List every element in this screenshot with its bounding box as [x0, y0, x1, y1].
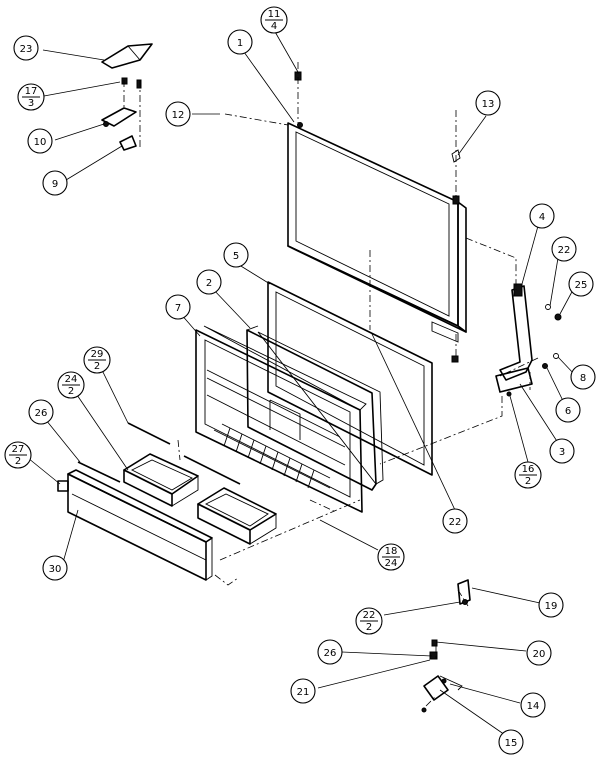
callout-7: 7: [165, 294, 191, 320]
crisper-drawer: [57, 469, 213, 581]
svg-text:26: 26: [324, 648, 337, 659]
callout-14: 14: [520, 692, 546, 718]
bin-upper: [123, 453, 199, 507]
svg-text:29: 29: [91, 349, 104, 360]
hinge-bracket: [495, 283, 533, 397]
callout-4: 4: [529, 203, 555, 229]
svg-text:7: 7: [175, 303, 181, 314]
svg-text:24: 24: [385, 558, 398, 569]
hardware-lower-right: [421, 579, 471, 713]
callout-17-3: 17 3: [17, 83, 45, 111]
callout-29-2: 29 2: [83, 346, 111, 374]
svg-text:8: 8: [580, 373, 586, 384]
svg-text:3: 3: [28, 98, 34, 109]
svg-text:25: 25: [575, 280, 588, 291]
svg-text:27: 27: [12, 444, 25, 455]
inner-door-panel: [246, 325, 384, 491]
callout-12: 12: [165, 101, 191, 127]
svg-text:2: 2: [94, 361, 100, 372]
callout-19: 19: [538, 592, 564, 618]
callout-18-24: 18 24: [377, 543, 405, 571]
svg-text:11: 11: [268, 9, 281, 20]
svg-text:3: 3: [559, 447, 565, 458]
callout-5: 5: [223, 242, 249, 268]
svg-text:22: 22: [363, 610, 376, 621]
svg-text:17: 17: [25, 86, 38, 97]
callout-13: 13: [475, 90, 501, 116]
svg-text:18: 18: [385, 546, 398, 557]
callout-15: 15: [498, 729, 524, 755]
callout-27-2: 27 2: [4, 441, 32, 469]
callout-30: 30: [42, 555, 68, 581]
svg-text:2: 2: [15, 456, 21, 467]
svg-text:1: 1: [237, 38, 243, 49]
callout-23: 23: [13, 35, 39, 61]
callout-25: 25: [568, 271, 594, 297]
callout-21: 21: [290, 678, 316, 704]
svg-text:2: 2: [206, 278, 212, 289]
svg-text:19: 19: [545, 601, 558, 612]
svg-text:22: 22: [449, 517, 462, 528]
callout-22-right: 22: [551, 236, 577, 262]
callout-16-2: 16 2: [514, 461, 542, 489]
callout-22-center: 22: [442, 508, 468, 534]
svg-text:6: 6: [565, 406, 571, 417]
svg-text:21: 21: [297, 687, 310, 698]
svg-text:12: 12: [172, 110, 185, 121]
svg-text:20: 20: [533, 649, 546, 660]
door-frame: [287, 122, 467, 343]
svg-text:16: 16: [522, 464, 535, 475]
svg-text:2: 2: [68, 386, 74, 397]
callout-26-lower: 26: [317, 639, 343, 665]
svg-text:23: 23: [20, 44, 33, 55]
liner-assembly: [195, 325, 367, 513]
svg-text:26: 26: [35, 408, 48, 419]
svg-text:24: 24: [65, 374, 78, 385]
svg-text:2: 2: [366, 622, 372, 633]
svg-text:13: 13: [482, 99, 495, 110]
svg-text:4: 4: [271, 21, 277, 32]
svg-text:4: 4: [539, 212, 545, 223]
callout-6: 6: [555, 397, 581, 423]
leader-lines: [27, 29, 576, 738]
svg-text:10: 10: [34, 137, 47, 148]
callout-26-left: 26: [28, 399, 54, 425]
bin-lower: [197, 487, 277, 545]
callout-11-4: 11 4: [260, 6, 288, 34]
callout-3: 3: [549, 438, 575, 464]
assembly-lines: [123, 62, 539, 707]
callout-24-2: 24 2: [57, 371, 85, 399]
hardware-top: [294, 71, 461, 363]
callout-1: 1: [227, 29, 253, 55]
callout-9: 9: [42, 170, 68, 196]
callout-2: 2: [196, 269, 222, 295]
callout-10: 10: [27, 128, 53, 154]
svg-text:2: 2: [525, 476, 531, 487]
svg-text:22: 22: [558, 245, 571, 256]
callout-20: 20: [526, 640, 552, 666]
hardware-right: [542, 304, 562, 369]
handle-cap: [101, 43, 153, 69]
svg-text:15: 15: [505, 738, 518, 749]
callout-8: 8: [570, 364, 596, 390]
shelf-rails: [77, 422, 241, 485]
svg-text:14: 14: [527, 701, 540, 712]
svg-text:30: 30: [49, 564, 62, 575]
callout-22-2: 22 2: [355, 607, 383, 635]
hinge-top-left: [101, 77, 142, 151]
svg-text:9: 9: [52, 179, 58, 190]
svg-text:5: 5: [233, 251, 239, 262]
